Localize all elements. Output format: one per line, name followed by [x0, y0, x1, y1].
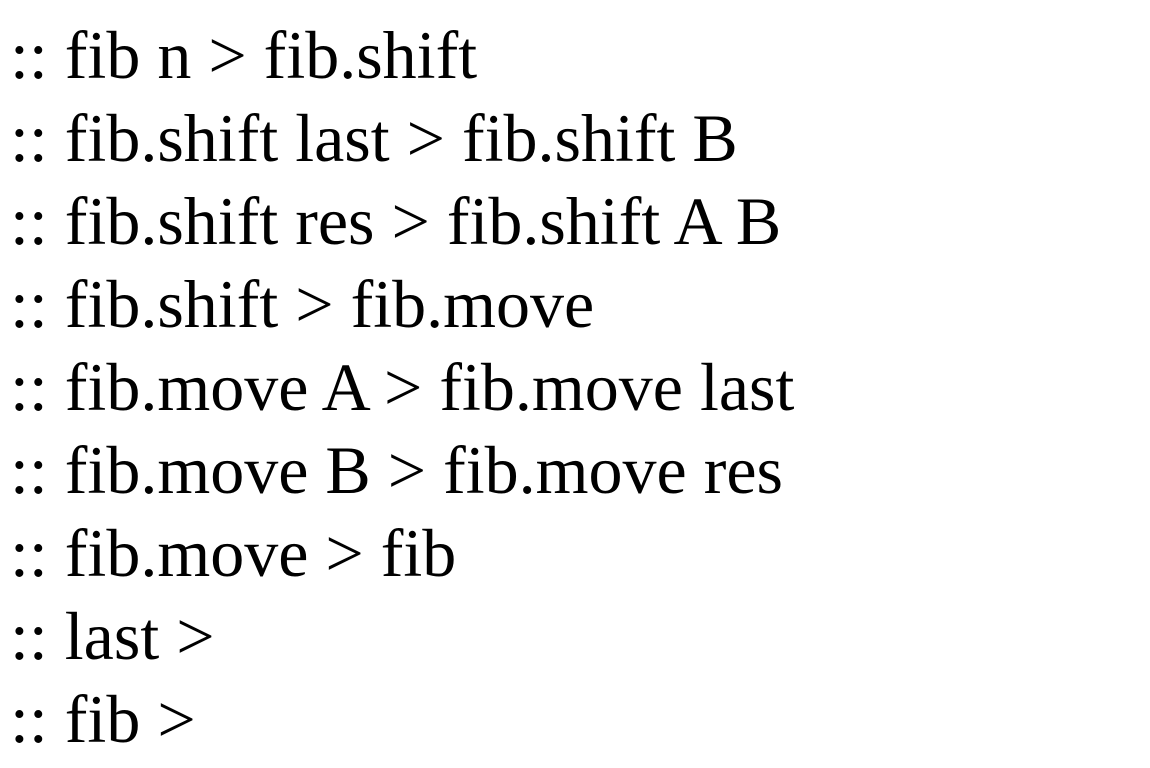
code-line: :: fib.move B > fib.move res	[10, 432, 784, 508]
code-line: :: fib.shift res > fib.shift A B	[10, 183, 782, 259]
code-line: :: fib n > fib.shift	[10, 17, 478, 93]
code-line: :: fib.move A > fib.move last	[10, 349, 795, 425]
code-line: :: fib >	[10, 681, 196, 757]
code-line: :: last >	[10, 598, 215, 674]
code-line: :: fib.shift last > fib.shift B	[10, 100, 738, 176]
code-line: :: fib.move > fib	[10, 515, 457, 591]
code-line: :: fib.shift > fib.move	[10, 266, 595, 342]
